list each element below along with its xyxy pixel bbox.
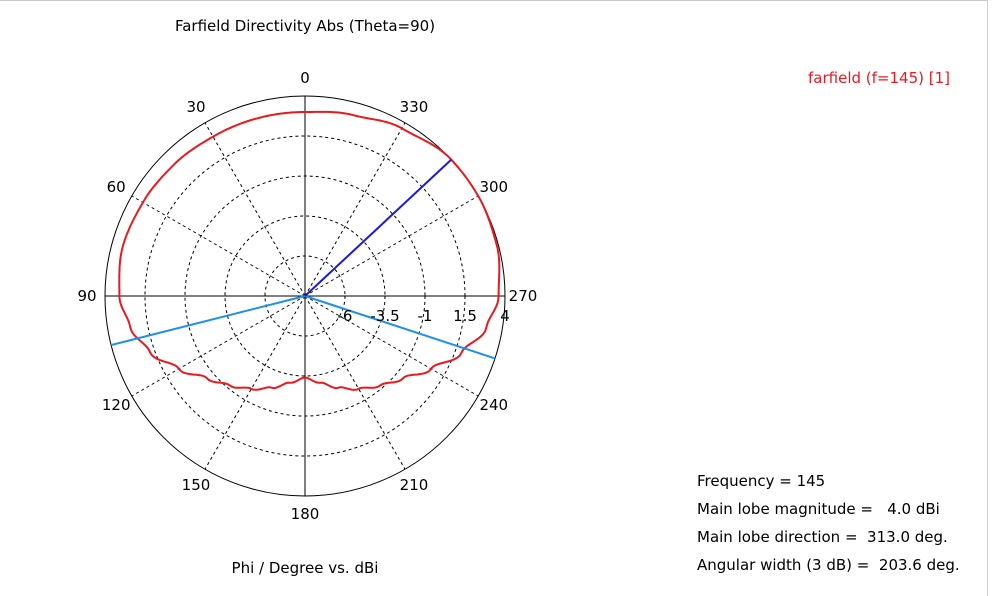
beamwidth-line [304, 295, 496, 360]
angle-tick-label: 60 [107, 178, 126, 196]
angle-tick-label: 330 [400, 98, 429, 116]
grid-spoke [204, 122, 306, 297]
radial-tick-label: -6 [338, 307, 353, 325]
info-main-lobe-magnitude: Main lobe magnitude = 4.0 dBi [697, 500, 940, 518]
chart-title: Farfield Directivity Abs (Theta=90) [175, 17, 435, 35]
angle-tick-label: 180 [291, 505, 320, 523]
grid-spoke [304, 195, 479, 297]
polar-grid [104, 95, 506, 497]
radial-tick-label: 1.5 [453, 307, 477, 325]
grid-spoke [131, 195, 306, 297]
info-angular-width: Angular width (3 dB) = 203.6 deg. [697, 556, 960, 574]
angle-tick-label: 30 [186, 98, 205, 116]
angle-tick-label: 150 [182, 476, 211, 494]
angle-tick-label: 270 [509, 287, 538, 305]
angle-tick-label: 300 [479, 178, 508, 196]
tick-labels: 0 30 60 90 120 150 180 210 240 270 300 330 -6 -3.5 -1 1… [77, 69, 537, 523]
angle-tick-label: 240 [479, 396, 508, 414]
radial-tick-label: -3.5 [370, 307, 399, 325]
legend-entry: farfield (f=145) [1] [808, 69, 950, 87]
radial-tick-label: 4 [500, 307, 510, 325]
angle-tick-label: 90 [77, 287, 96, 305]
info-main-lobe-direction: Main lobe direction = 313.0 deg. [697, 528, 948, 546]
grid-spoke [131, 295, 306, 397]
beamwidth-line [110, 295, 306, 347]
angle-tick-label: 210 [400, 476, 429, 494]
vertical-scrollbar[interactable] [987, 0, 1000, 596]
chart-marks [110, 110, 501, 391]
radial-tick-label: -1 [418, 307, 433, 325]
angle-tick-label: 120 [102, 396, 131, 414]
info-frequency: Frequency = 145 [697, 472, 826, 490]
grid-spoke [304, 122, 406, 297]
main-lobe-line [304, 158, 452, 297]
angle-tick-label: 0 [300, 69, 310, 87]
x-axis-label: Phi / Degree vs. dBi [232, 559, 379, 577]
series-line [118, 110, 501, 391]
